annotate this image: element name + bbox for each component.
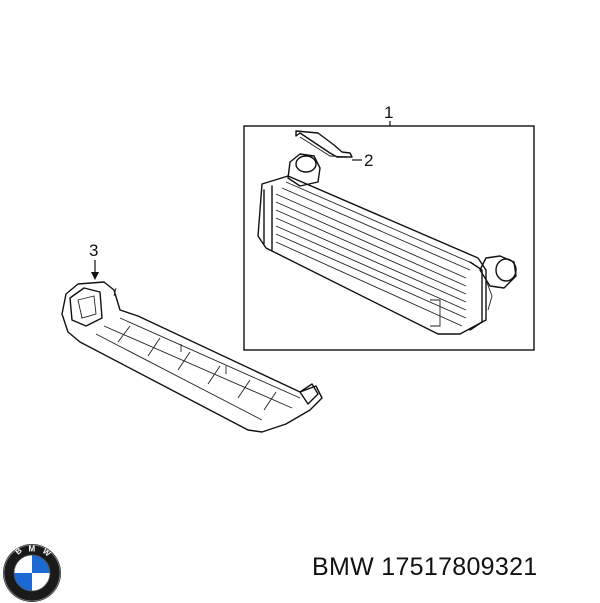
callout-2: 2 bbox=[364, 151, 373, 170]
svg-text:W: W bbox=[41, 547, 53, 559]
detail-frame bbox=[243, 125, 535, 351]
clamp-bracket bbox=[295, 130, 353, 158]
svg-text:B: B bbox=[14, 546, 24, 557]
caption-part-number: 17517809321 bbox=[381, 553, 538, 581]
intercooler bbox=[257, 153, 517, 335]
caption-brand: BMW bbox=[312, 553, 374, 581]
leader-arrow-3 bbox=[91, 272, 99, 280]
svg-text:M: M bbox=[29, 545, 36, 554]
part-caption: BMW 17517809321 bbox=[312, 553, 538, 582]
air-duct-shroud bbox=[61, 281, 323, 433]
bmw-logo: B M W bbox=[3, 544, 61, 602]
callout-3: 3 bbox=[89, 241, 98, 260]
callout-1: 1 bbox=[384, 103, 393, 122]
